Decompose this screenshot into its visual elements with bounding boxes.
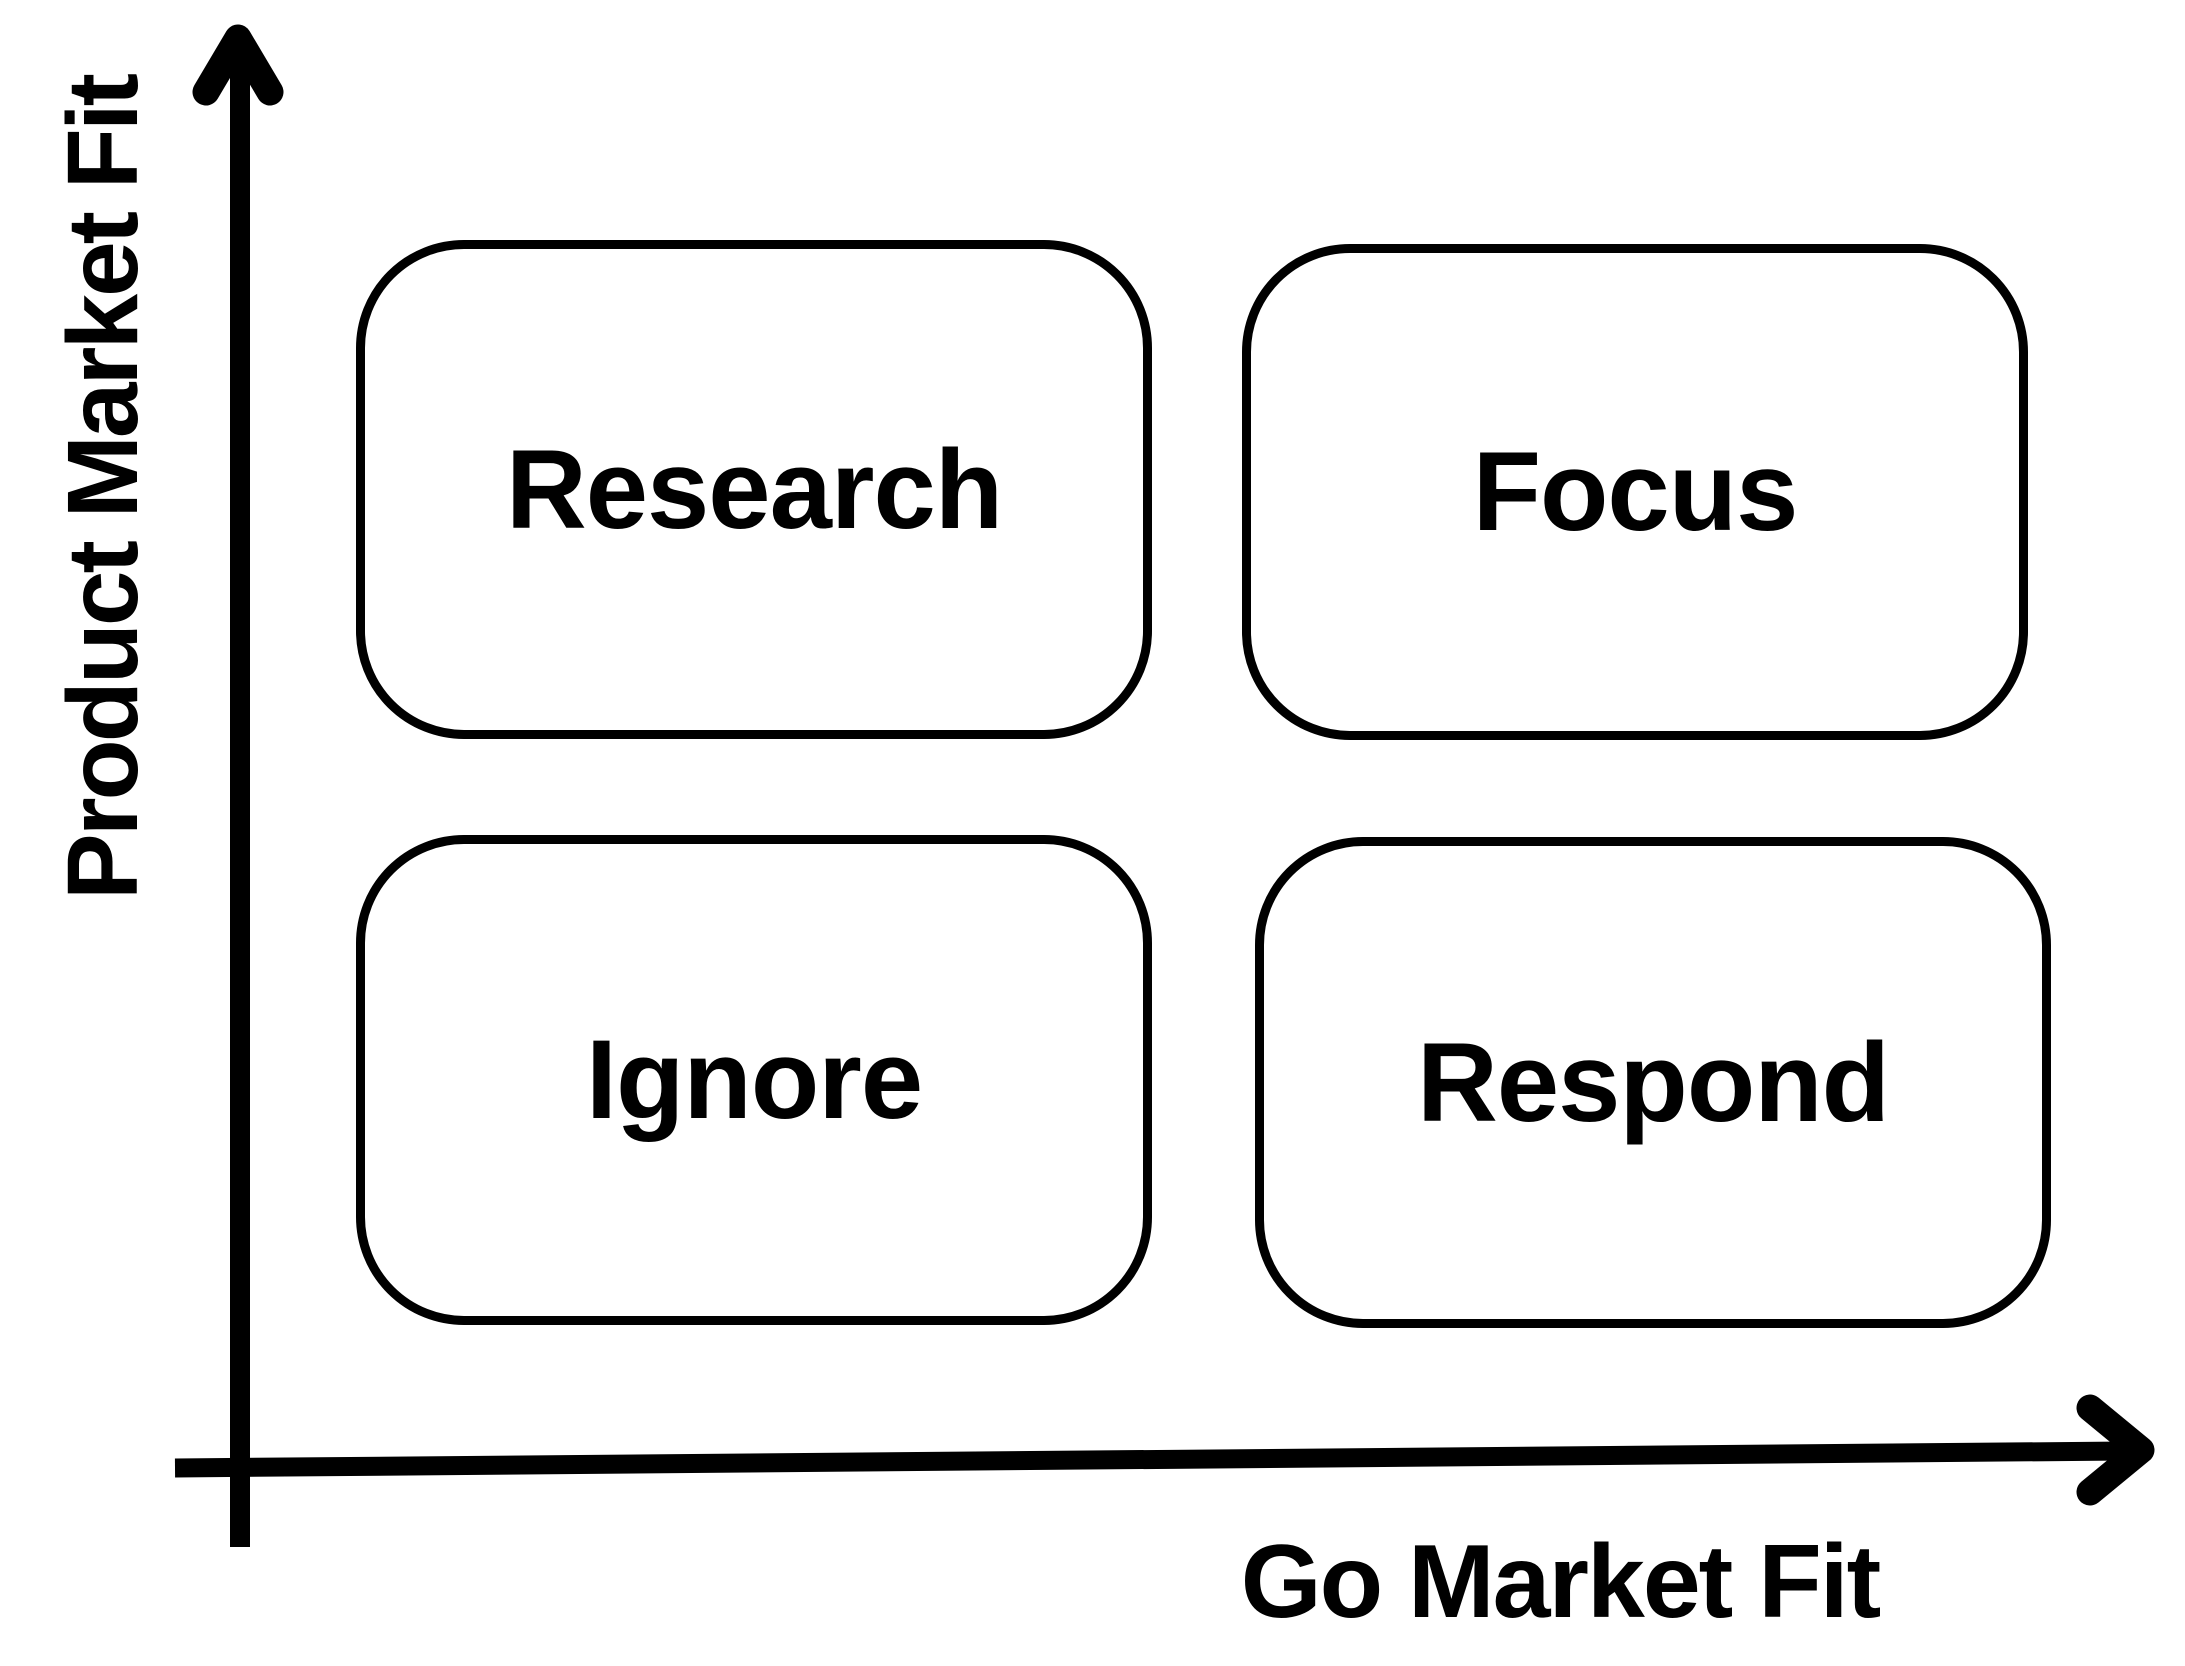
quadrant-label: Ignore <box>585 1017 923 1142</box>
quadrant-ignore: Ignore <box>356 835 1152 1325</box>
quadrant-respond: Respond <box>1255 837 2051 1328</box>
arrow-right-icon <box>2076 1394 2155 1506</box>
y-axis-label: Product Market Fit <box>47 76 159 900</box>
x-axis-line <box>174 1441 2127 1478</box>
quadrant-research: Research <box>356 240 1152 739</box>
quadrant-label: Research <box>505 426 1003 552</box>
quadrant-label: Respond <box>1416 1019 1890 1145</box>
arrow-up-icon <box>192 24 284 106</box>
quadrant-focus: Focus <box>1242 244 2028 740</box>
quadrant-label: Focus <box>1472 429 1799 554</box>
x-axis-label: Go Market Fit <box>1240 1524 1882 1640</box>
